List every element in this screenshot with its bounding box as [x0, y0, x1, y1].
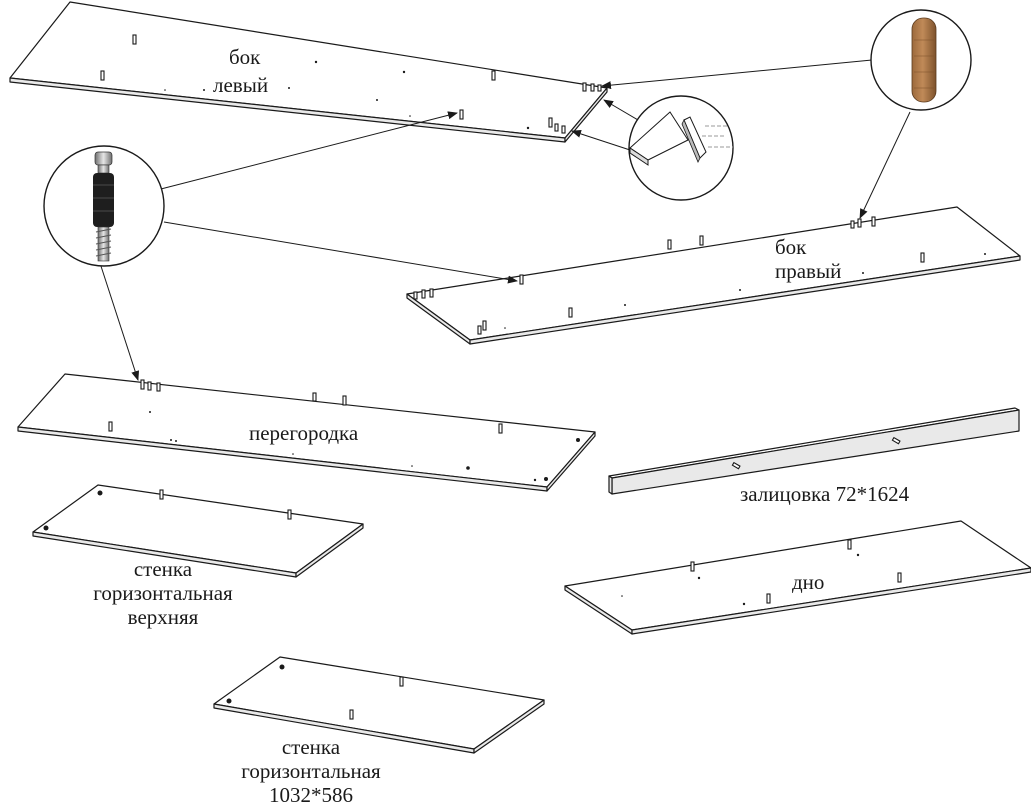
partition-panel: [17, 373, 596, 492]
left-side-label-line2: левый: [213, 73, 269, 97]
horizontal-wall-label-line1: стенка: [281, 735, 341, 759]
cam-connector-icon: [43, 145, 165, 267]
trim-label: залицовка 72*1624: [740, 482, 910, 506]
right-side-label-line2: правый: [775, 259, 842, 283]
horizontal-wall-label-line3: 1032*586: [269, 783, 353, 807]
horizontal-wall-label-line2: горизонтальная: [241, 759, 381, 783]
top-wall-label-line1: стенка: [133, 557, 193, 581]
bottom-label: дно: [792, 570, 825, 594]
bottom-panel: [564, 520, 1031, 635]
leader-lines: [98, 59, 911, 381]
horizontal-wall-panel: [213, 656, 545, 754]
horizontal-wall-label: стенка горизонтальная 1032*586: [231, 735, 391, 807]
corner-joint-icon: [628, 95, 734, 201]
trim-strip: [608, 407, 1020, 495]
left-side-label: бок: [229, 45, 260, 69]
top-wall-label-line3: верхняя: [127, 605, 199, 629]
right-side-label-line1: бок: [775, 235, 807, 259]
top-horizontal-wall-label: стенка горизонтальная верхняя: [83, 557, 243, 629]
left-side-label-2: левый: [213, 73, 268, 97]
top-wall-label-line2: горизонтальная: [93, 581, 233, 605]
partition-label: перегородка: [249, 421, 359, 445]
left-side-label-line1: бок: [229, 45, 261, 69]
top-horizontal-wall-panel: [32, 484, 364, 578]
right-side-panel: [406, 206, 1021, 345]
wooden-dowel-icon: [870, 9, 972, 111]
left-side-panel: [9, 1, 608, 143]
right-side-label: бок правый: [775, 235, 841, 283]
